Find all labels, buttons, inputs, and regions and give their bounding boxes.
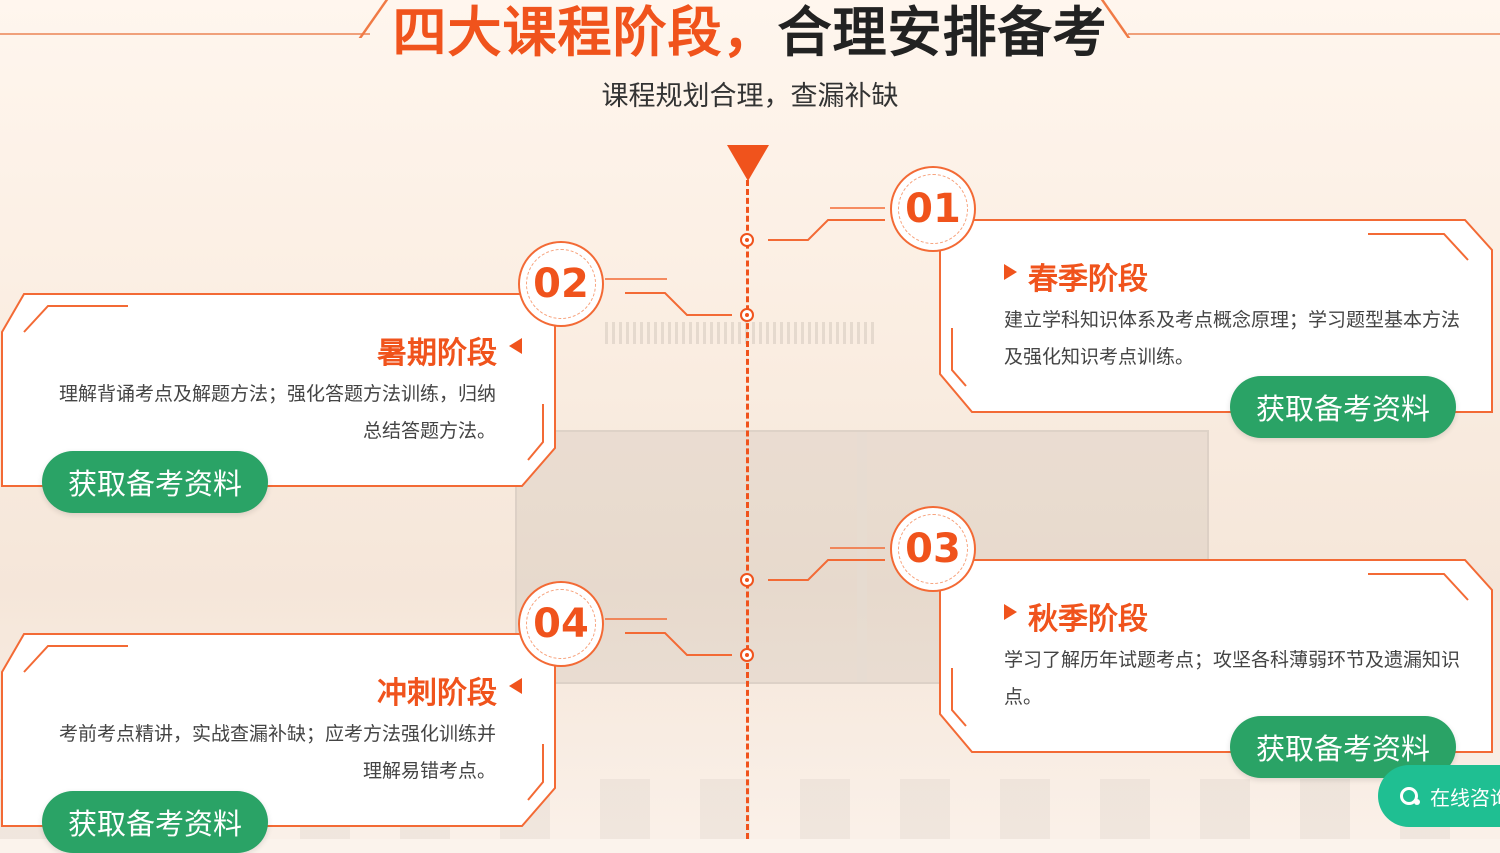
background-vent [605, 322, 875, 344]
page-subtitle: 课程规划合理，查漏补缺 [601, 81, 899, 112]
stage-marker-01-icon [1004, 264, 1017, 280]
timeline-line [746, 180, 749, 839]
get-materials-button-04[interactable]: 获取备考资料 [42, 791, 268, 853]
stage-title-02: 暑期阶段 [377, 336, 497, 371]
stage-title-03: 秋季阶段 [1028, 602, 1148, 637]
stage-number-04: 04 [518, 581, 604, 667]
stage-desc-02-line2: 总结答题方法。 [362, 420, 496, 442]
connector-03 [768, 547, 885, 581]
online-consult-label: 在线咨询 [1430, 785, 1500, 810]
stage-number-02: 02 [518, 241, 604, 327]
page-title-highlight: 四大课程阶段， [392, 1, 778, 64]
stage-card-04: 冲刺阶段 考前考点精讲，实战查漏补缺；应考方法强化训练并 理解易错考点。 [0, 632, 558, 828]
stage-desc-03: 学习了解历年试题考点；攻坚各科薄弱环节及遗漏知识点。 [1004, 649, 1461, 708]
stage-marker-04-icon [509, 678, 522, 694]
chat-icon [1400, 787, 1420, 805]
title-decor-line-right [1128, 33, 1500, 35]
timeline-dot-01 [740, 233, 754, 247]
stage-title-01: 春季阶段 [1028, 262, 1148, 297]
stage-number-01: 01 [890, 166, 976, 252]
stage-title-04: 冲刺阶段 [377, 676, 497, 711]
card-frame-03 [939, 559, 1493, 753]
stage-card-03: 秋季阶段 学习了解历年试题考点；攻坚各科薄弱环节及遗漏知识点。 [938, 558, 1494, 754]
stage-desc-01: 建立学科知识体系及考点概念原理；学习题型基本方法及强化知识考点训练。 [1004, 309, 1461, 368]
timeline-dot-03 [740, 573, 754, 587]
stage-number-03: 03 [890, 506, 976, 592]
stage-desc-04: 考前考点精讲，实战查漏补缺；应考方法强化训练并 理解易错考点。 [20, 716, 496, 790]
title-decor-line-left [0, 33, 370, 35]
stage-desc-02-line1: 理解背诵考点及解题方法；强化答题方法训练，归纳 [58, 383, 496, 405]
online-consult-button[interactable]: 在线咨询 [1378, 765, 1500, 827]
connector-01 [768, 207, 885, 241]
connector-02 [605, 278, 732, 316]
stage-card-02: 暑期阶段 理解背诵考点及解题方法；强化答题方法训练，归纳 总结答题方法。 [0, 292, 558, 488]
stage-marker-03-icon [1004, 604, 1017, 620]
stage-desc-04-line2: 理解易错考点。 [362, 760, 496, 782]
stage-card-01: 春季阶段 建立学科知识体系及考点概念原理；学习题型基本方法及强化知识考点训练。 [938, 218, 1494, 414]
page-title: 四大课程阶段，合理安排备考 [0, 0, 1500, 67]
get-materials-button-01[interactable]: 获取备考资料 [1230, 376, 1456, 438]
stage-desc-02: 理解背诵考点及解题方法；强化答题方法训练，归纳 总结答题方法。 [20, 376, 496, 450]
timeline-dot-02 [740, 308, 754, 322]
page-title-rest: 合理安排备考 [777, 1, 1108, 64]
timeline-dot-04 [740, 648, 754, 662]
timeline-arrow-icon [727, 145, 769, 181]
connector-04 [605, 618, 732, 656]
stage-marker-02-icon [509, 338, 522, 354]
get-materials-button-02[interactable]: 获取备考资料 [42, 451, 268, 513]
stage-desc-04-line1: 考前考点精讲，实战查漏补缺；应考方法强化训练并 [58, 723, 496, 745]
card-frame-01 [939, 219, 1493, 413]
